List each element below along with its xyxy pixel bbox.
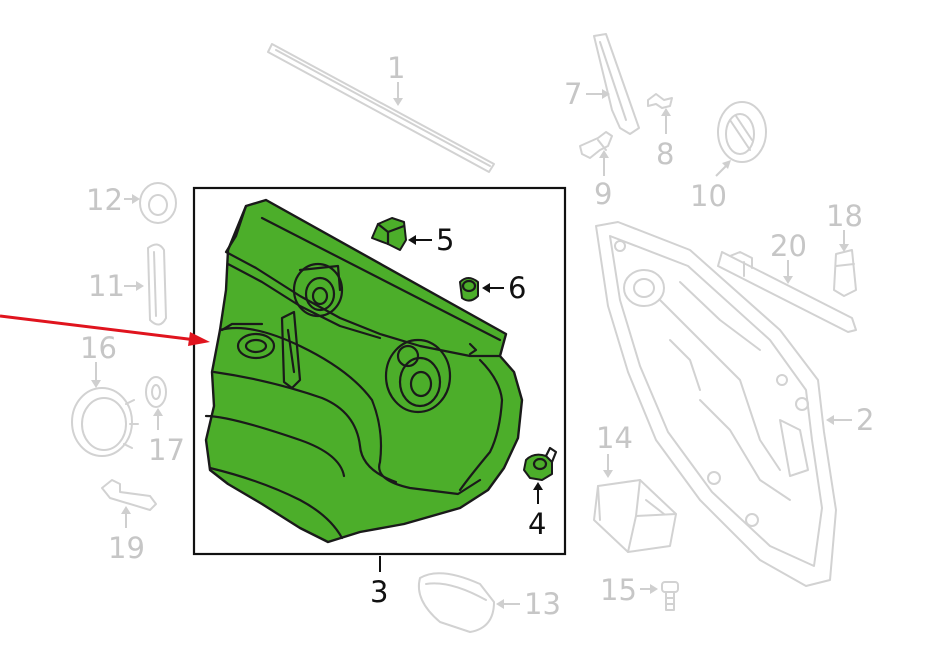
callout-label: 19 [108, 531, 145, 565]
callout-4: 4 [528, 482, 546, 541]
part-13-armrest-pad[interactable] [418, 572, 495, 633]
callout-label: 13 [524, 587, 561, 621]
part-7-trim-strip[interactable] [593, 33, 640, 135]
part-5-clip[interactable] [371, 217, 407, 251]
callout-label: 17 [148, 433, 185, 467]
part-17-washer[interactable] [145, 376, 167, 408]
part-9-fastener[interactable] [579, 131, 613, 159]
part-2-door-panel-frame[interactable] [595, 221, 837, 587]
callout-label: 7 [564, 77, 582, 111]
callout-label: 15 [600, 573, 637, 607]
callout-20: 20 [770, 229, 807, 284]
callout-label: 11 [88, 269, 125, 303]
part-19-bracket[interactable] [101, 479, 157, 511]
callout-3: 3 [370, 556, 388, 609]
highlight-pointer-arrow [0, 314, 210, 346]
callout-9: 9 [594, 150, 612, 211]
callout-6: 6 [482, 271, 526, 305]
callout-15: 15 [600, 573, 658, 607]
part-10-grommet[interactable] [717, 101, 767, 163]
part-14-switch-block[interactable] [593, 479, 677, 553]
callout-8: 8 [656, 108, 674, 171]
callout-label: 9 [594, 177, 612, 211]
part-11-seal[interactable] [147, 243, 167, 326]
callout-2: 2 [826, 403, 874, 437]
callout-16: 16 [80, 331, 117, 388]
callout-19: 19 [108, 506, 145, 565]
part-18-connector[interactable] [833, 249, 857, 297]
callout-label: 20 [770, 229, 807, 263]
callout-label: 10 [690, 179, 727, 213]
callout-label: 8 [656, 137, 674, 171]
callout-11: 11 [88, 269, 144, 303]
part-15-screw[interactable] [661, 581, 679, 611]
callout-10: 10 [690, 160, 731, 213]
callout-label: 3 [370, 575, 388, 609]
part-12-grommet[interactable] [139, 182, 177, 224]
callout-5: 5 [408, 223, 454, 257]
part-16-speaker-ring[interactable] [71, 387, 139, 457]
callout-label: 14 [596, 421, 633, 455]
callout-label: 2 [856, 403, 874, 437]
part-1-belt-molding[interactable] [267, 43, 495, 173]
callout-12: 12 [86, 183, 140, 217]
part-20-wiring-strip[interactable] [717, 251, 857, 333]
callout-label: 12 [86, 183, 123, 217]
callout-label: 1 [387, 51, 405, 85]
part-8-clip[interactable] [647, 93, 673, 109]
callout-7: 7 [564, 77, 610, 111]
callout-13: 13 [496, 587, 561, 621]
part-3-door-trim-panel[interactable] [204, 198, 524, 544]
callout-label: 4 [528, 507, 546, 541]
callout-17: 17 [148, 408, 185, 467]
part-6-grommet-nut[interactable] [459, 277, 479, 302]
callout-18: 18 [826, 199, 863, 252]
callout-label: 5 [436, 223, 454, 257]
callout-label: 18 [826, 199, 863, 233]
callout-14: 14 [596, 421, 633, 478]
callout-label: 16 [80, 331, 117, 365]
part-4-push-pin[interactable] [523, 446, 558, 481]
callout-label: 6 [508, 271, 526, 305]
callout-1: 1 [387, 51, 405, 106]
